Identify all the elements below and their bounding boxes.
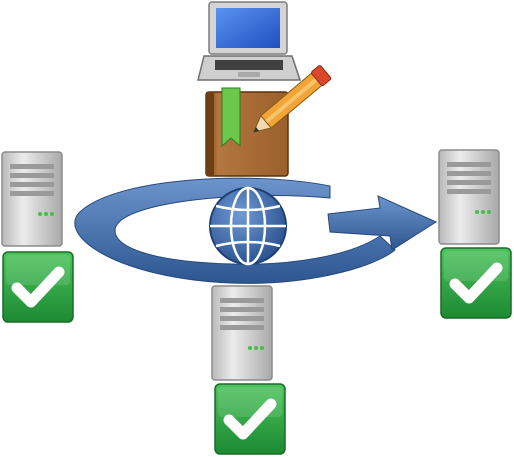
status-check-right xyxy=(441,248,511,318)
status-check-left xyxy=(3,252,73,322)
server-left xyxy=(1,151,63,247)
status-check-bottom xyxy=(215,384,285,454)
server-icon xyxy=(438,149,500,245)
circular-sync-arrow-icon xyxy=(74,177,438,284)
laptop-icon xyxy=(197,1,302,81)
checkmark-icon xyxy=(441,248,511,318)
server-right xyxy=(438,149,500,245)
server-icon xyxy=(1,151,63,247)
server-icon xyxy=(211,285,273,381)
globe-icon xyxy=(209,186,287,266)
notebook-pencil-icon xyxy=(205,65,332,177)
checkmark-icon xyxy=(3,252,73,322)
checkmark-icon xyxy=(215,384,285,454)
server-bottom xyxy=(211,285,273,381)
